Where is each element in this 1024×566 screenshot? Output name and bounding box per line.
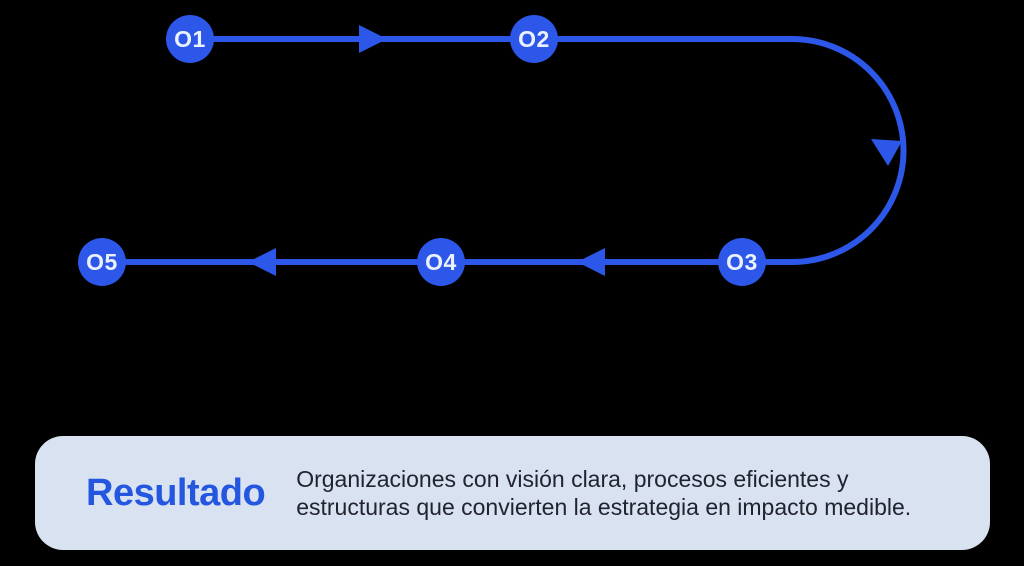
step-circle <box>417 238 465 286</box>
step-label: O4 <box>425 249 457 275</box>
node-step-4: O4 <box>417 238 465 286</box>
node-step-5: O5 <box>78 238 126 286</box>
arrow-down-icon <box>871 139 902 166</box>
node-step-2: O2 <box>510 15 558 63</box>
result-description: Organizaciones con visión clara, proceso… <box>296 466 912 520</box>
arrow-left-icon <box>577 248 605 276</box>
flow-connector-path <box>102 36 907 265</box>
node-step-3: O3 <box>718 238 766 286</box>
step-label: O1 <box>174 26 206 52</box>
arrow-right-icon <box>359 25 387 53</box>
step-label: O2 <box>518 26 550 52</box>
node-step-1: O1 <box>166 15 214 63</box>
step-label: O3 <box>726 249 758 275</box>
step-circle <box>718 238 766 286</box>
result-title: Resultado <box>86 471 266 514</box>
step-circle <box>510 15 558 63</box>
step-circle <box>166 15 214 63</box>
step-circle <box>78 238 126 286</box>
result-card: Resultado Organizaciones con visión clar… <box>35 436 990 550</box>
arrow-left-icon <box>248 248 276 276</box>
step-label: O5 <box>86 249 118 275</box>
flow-diagram: O1 O2 O3 O4 O5 <box>78 15 907 286</box>
